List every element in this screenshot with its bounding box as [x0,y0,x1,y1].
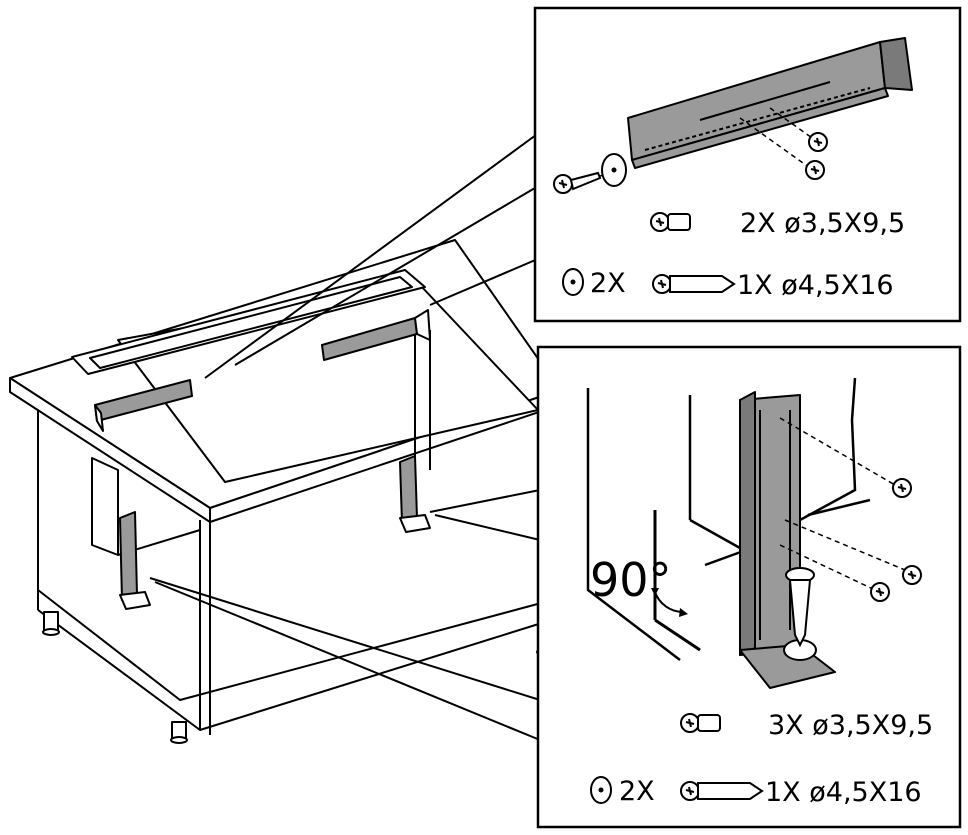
top-detail-box: 2X ø3,5X9,5 2X 1X ø4,5X16 [533,6,962,323]
top-washer-label: 2X [590,268,626,299]
bottom-washer-label: 2X [619,776,655,807]
screw-icon [650,212,691,232]
long-screw-icon [652,274,736,294]
vent-slot [71,269,426,375]
long-bracket [627,37,913,169]
screw-icon [680,713,721,733]
top-long-screw-label: 1X ø4,5X16 [737,270,894,301]
washer-icon [590,776,612,804]
callout-lines [149,131,541,741]
long-screw-icon [553,171,602,194]
bottom-long-screw-label: 1X ø4,5X16 [765,777,922,808]
cabinet [9,239,561,744]
washer-icon [601,153,627,187]
angle-label: 90° [590,553,672,607]
long-screw-icon [785,567,815,648]
long-screw-icon [680,781,764,801]
top-screw-label: 2X ø3,5X9,5 [740,208,905,239]
cabinet-brackets [119,455,431,610]
bottom-screw-label: 3X ø3,5X9,5 [768,710,933,741]
worktop-brackets [94,309,431,432]
washer-icon [562,268,584,296]
vertical-bracket [739,391,836,689]
bottom-detail-box: 90° [536,345,962,829]
